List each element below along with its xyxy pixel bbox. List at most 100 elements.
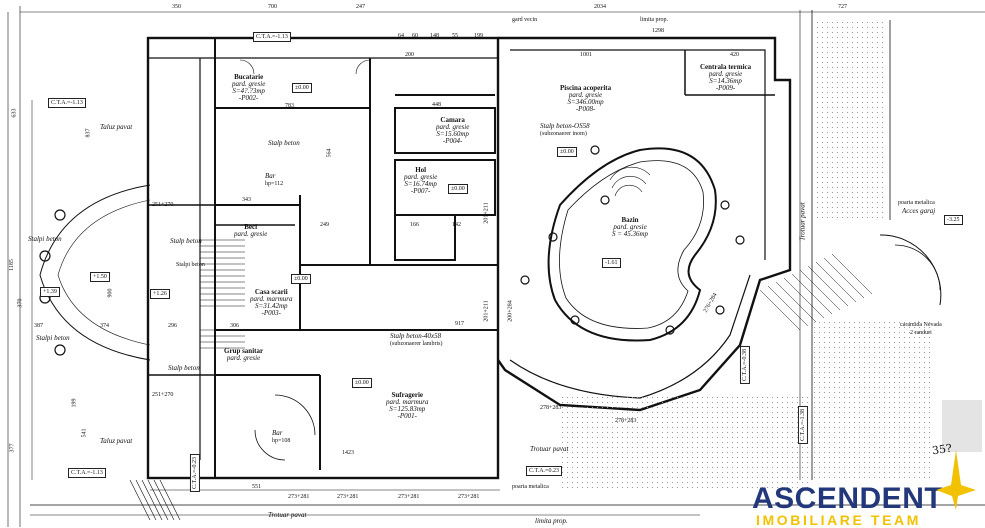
dim-inner-564: 564	[326, 148, 333, 158]
room-camara-area: S=15.60mp	[436, 130, 469, 138]
dim-left-1: 633	[11, 108, 18, 118]
logo-star-icon	[936, 450, 976, 510]
randuri-label: 2 randuri	[910, 330, 932, 336]
dim-inner-343: 343	[242, 197, 251, 203]
room-centrala-area: S=14.36mp	[709, 77, 742, 85]
room-sufragerie: Sufragerie pard. marmura S=125.83mp -P00…	[386, 392, 429, 420]
elev-cta-bottom-left: C.T.A.=-0.23	[189, 454, 200, 492]
lvl-casa-scarii: ±0.00	[291, 274, 311, 284]
room-casa-scarii-area: S=31.42mp	[255, 302, 288, 310]
lvl-left-3: +1.26	[150, 289, 170, 299]
dim-top2-5: 199	[474, 33, 483, 39]
stalp-beton-piscina-label: Stalp beton-OS58	[540, 122, 590, 130]
room-hol-code: -P007-	[410, 187, 431, 195]
dim-inner-306: 306	[230, 323, 239, 329]
dim-top-2: 700	[268, 4, 277, 10]
room-beci-name: Beci	[244, 223, 258, 231]
dim-top3-1: 200	[405, 52, 414, 58]
logo-tagline: IMOBILIARE TEAM	[756, 512, 921, 528]
logo-name: ASCENDENT	[752, 482, 944, 515]
dim-inner-249: 249	[320, 222, 329, 228]
room-sufragerie-name: Sufragerie	[391, 391, 424, 399]
dim-left-7: 541	[81, 428, 88, 438]
lvl-bazin: -1.61	[602, 258, 621, 268]
room-grup-sanitar: Grup sanitar pard. gresie	[224, 348, 263, 362]
paving-right-lower	[812, 320, 932, 480]
dim-left-8: 377	[9, 443, 16, 453]
room-hol: Hol pard. gresie S=16.74mp -P007-	[404, 167, 437, 195]
paving-right-strip	[815, 20, 887, 220]
room-beci: Beci pard. gresie	[234, 224, 267, 238]
trotuar-pavat-2: Trotuar pavat	[530, 445, 569, 453]
dim-inner-448: 448	[432, 102, 441, 108]
gard-vecin-label: gard vecin	[512, 17, 538, 23]
room-bucatarie: Bucatarie pard. gresie S=4?.?3mp -P002-	[232, 74, 265, 102]
dim-misc-2: 251+270	[152, 392, 174, 398]
dim-misc-7: 278+283	[615, 418, 637, 424]
bar-height-1: hp=112	[265, 181, 284, 187]
room-bazin-area: S = 45.36mp	[612, 230, 649, 238]
elev-cta-left: C.T.A.=-1.13	[48, 98, 86, 108]
room-hol-name: Hol	[415, 166, 427, 174]
room-camara-finish: pard. gresie	[436, 123, 470, 131]
lvl-left-1: +1.39	[40, 287, 60, 297]
elev-cta-left-low: C.T.A.=-1.13	[68, 468, 106, 478]
elev-cta-right-1: C.T.A.=-0.38	[739, 346, 750, 384]
stalp-beton-label-3: Stalp beton	[168, 364, 200, 372]
room-bucatarie-finish: pard. gresie	[232, 80, 266, 88]
room-casa-scarii: Casa scarii pard. marmura S=31.42mp -P00…	[250, 289, 293, 317]
dim-left-4: 370	[17, 298, 24, 308]
stamp-fragment	[942, 400, 982, 452]
room-grup-sanitar-name: Grup sanitar	[224, 347, 264, 355]
dim-top-1: 350	[172, 4, 181, 10]
dim-inner-387: 387	[34, 323, 43, 329]
dim-inner-142: 142	[452, 222, 461, 228]
room-centrala-finish: pard. gresie	[708, 70, 743, 78]
paving-bottom-right	[560, 395, 810, 490]
room-centrala: Centrala termica pard. gresie S=14.36mp …	[700, 64, 751, 92]
acces-garaj-label: Acces garaj	[902, 207, 936, 215]
lvl-left-2: +1.50	[90, 272, 110, 282]
room-casa-scarii-name: Casa scarii	[254, 288, 288, 296]
dim-left-3: 1185	[8, 259, 15, 271]
room-piscina: Piscina acoperita pard. gresie S=346.00m…	[560, 85, 611, 113]
dim-top-5: 727	[838, 4, 847, 10]
dim-inner-917: 917	[455, 321, 464, 327]
dim-bottom-2: 1423	[342, 450, 354, 456]
room-piscina-finish: pard. gresie	[568, 91, 603, 99]
poarta-metalica-2: poarta metalica	[512, 484, 549, 490]
lvl-hol: ±0.00	[448, 184, 468, 194]
dim-top2-1: 64	[398, 33, 404, 39]
room-sufragerie-area: S=125.83mp	[389, 405, 426, 413]
stalp-beton-piscina-sub: (subzonaerer inom)	[540, 131, 587, 137]
trotuar-pavat-1: Trotuar pavat	[798, 202, 807, 241]
room-bazin-finish: pard. gresie	[613, 223, 647, 231]
room-camara-name: Camara	[440, 116, 465, 124]
dim-misc-1: 251+270	[152, 202, 174, 208]
room-centrala-code: -P009-	[715, 84, 736, 92]
caramida-label: caramida Nevada	[900, 322, 942, 328]
stalpi-beton-label-3: Stalpi beton	[176, 262, 205, 268]
dim-inner-374: 374	[100, 323, 109, 329]
dim-top2-2: 60	[412, 33, 418, 39]
dim-top2-6: 1298	[652, 28, 664, 34]
stalp-beton-label-2: Stalp beton	[170, 237, 202, 245]
elev-cta-right-2: C.T.A.=-1.38	[797, 406, 808, 444]
room-bucatarie-code: -P002-	[238, 94, 259, 102]
dim-top3-3: 420	[730, 52, 739, 58]
dim-bottom-1: 551	[252, 484, 261, 490]
dim-misc-5: 200+284	[507, 300, 514, 322]
taluz-pavat-2: Taluz pavat	[100, 437, 133, 445]
dim-bottom-3: 273+281	[288, 494, 310, 500]
bar-height-2: hp=108	[272, 438, 291, 444]
dim-bottom-5: 273+281	[398, 494, 420, 500]
dim-top2-4: 55	[452, 33, 458, 39]
room-camara-code: -P004-	[442, 137, 463, 145]
lvl-sufragerie: ±0.00	[352, 378, 372, 388]
room-sufragerie-code: -P001-	[397, 412, 417, 420]
room-hol-area: S=16.74mp	[404, 180, 437, 188]
room-piscina-name: Piscina acoperita	[560, 84, 612, 92]
room-bazin: Bazin pard. gresie S = 45.36mp	[612, 217, 648, 238]
dim-top-3: 247	[356, 4, 365, 10]
